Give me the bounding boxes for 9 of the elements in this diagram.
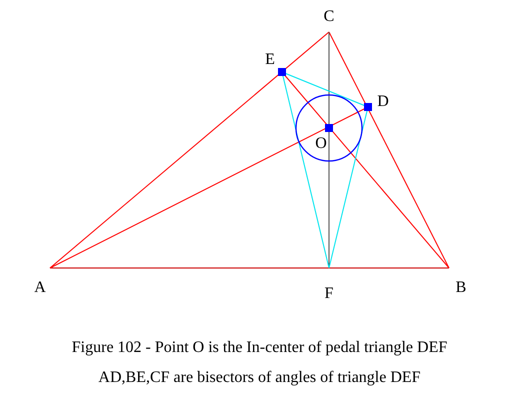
point-label: D	[377, 94, 389, 110]
caption-text: Figure 102 - Point O is the In-center of pedal triangle DEF	[72, 338, 448, 358]
point-label: B	[456, 280, 466, 296]
point-label: C	[324, 9, 334, 25]
point-label: A	[34, 280, 46, 296]
point-label: O	[315, 136, 327, 152]
point-label: E	[265, 52, 275, 68]
caption-text: AD,BE,CF are bisectors of angles of triangle DEF	[98, 368, 421, 388]
point-label: F	[324, 286, 334, 302]
